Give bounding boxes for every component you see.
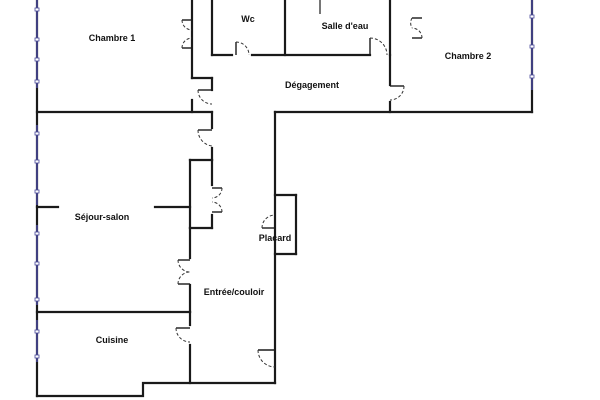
label-sejour-salon: Séjour-salon <box>75 212 130 222</box>
label-chambre-2: Chambre 2 <box>445 51 492 61</box>
label-salle-deau: Salle d'eau <box>322 21 369 31</box>
interior-walls <box>35 0 392 385</box>
windows-left <box>34 0 40 362</box>
label-entree-couloir: Entrée/couloir <box>204 287 265 297</box>
doors <box>175 17 423 368</box>
label-wc: Wc <box>241 14 255 24</box>
label-cuisine: Cuisine <box>96 335 129 345</box>
label-degagement: Dégagement <box>285 80 339 90</box>
windows-right <box>529 0 535 90</box>
label-chambre-1: Chambre 1 <box>89 33 136 43</box>
label-placard: Placard <box>259 233 292 243</box>
